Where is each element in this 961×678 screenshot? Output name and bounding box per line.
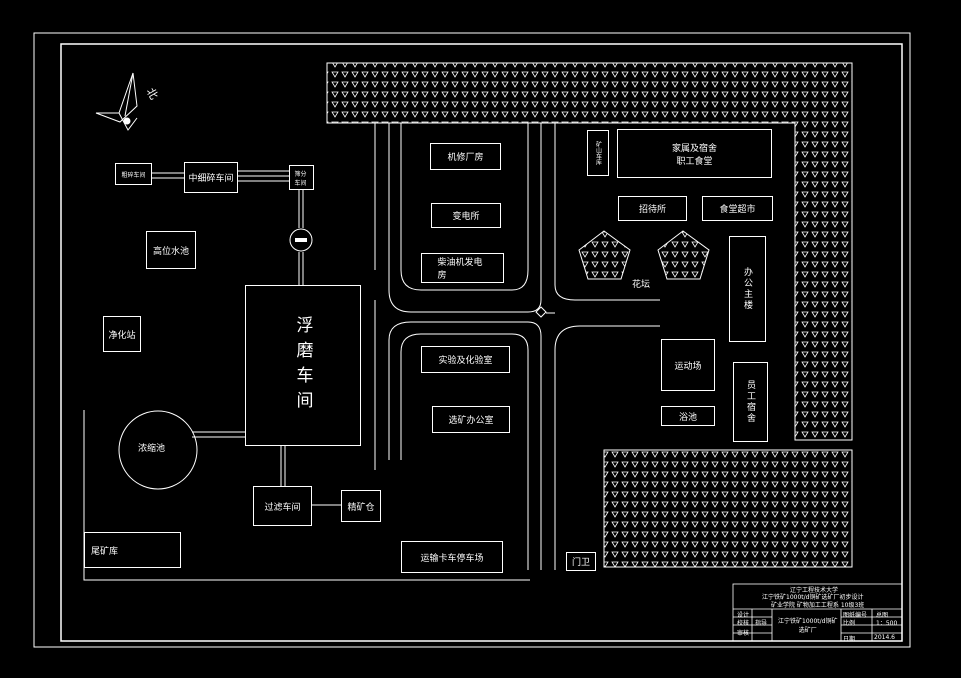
high-water-tank: 高位水池: [146, 231, 196, 269]
green-belt-top: [326, 62, 853, 441]
mine-garage: 矿山车库: [587, 130, 609, 176]
flower-bed-2: [657, 230, 710, 280]
substation: 变电所: [431, 203, 501, 228]
substation-label: 变电所: [452, 212, 480, 222]
title-block: [732, 583, 903, 642]
site-boundary-left: [83, 410, 530, 581]
junction-icon: [289, 228, 313, 252]
truck-parking: 运输卡车停车场: [401, 541, 503, 573]
tailings-label: 尾矿库: [91, 546, 119, 557]
dorm-cafeteria: 家属及宿舍 职工食堂: [617, 129, 772, 178]
tb-check: 校核: [737, 620, 750, 627]
dorm-cafeteria-label: 家属及宿舍 职工食堂: [671, 143, 717, 167]
staff-dorm: 员工宿舍: [733, 362, 768, 442]
tb-project-line2: 矿业学院 矿物加工工程系 10级3班: [771, 602, 865, 609]
garden-label: 花坛: [632, 280, 651, 290]
mid-fine-crush-building: 中细碎车间: [184, 162, 238, 193]
main-office-label: 办公主楼: [742, 267, 752, 311]
mine-garage-label: 矿山车库: [594, 141, 602, 165]
guesthouse-label: 招待所: [638, 205, 666, 215]
thickener-label: 浓缩池: [138, 444, 166, 454]
green-belt-bottom: [603, 449, 853, 568]
purify-station: 净化站: [103, 316, 141, 352]
tb-design: 设计: [737, 612, 750, 619]
bath-label: 浴池: [678, 412, 697, 423]
coarse-crush-building: 粗碎车间: [115, 163, 152, 185]
office-building: 选矿办公室: [432, 406, 510, 433]
coarse-crush-label: 粗碎车间: [121, 171, 146, 179]
roads: [374, 123, 660, 570]
flotation-building: 浮磨车间: [245, 285, 361, 446]
high-water-tank-label: 高位水池: [152, 246, 189, 257]
gate-label: 门卫: [571, 558, 590, 568]
screening-label: 筛分车间: [294, 170, 307, 187]
flower-bed-1: [578, 230, 631, 280]
repair-shop: 机修厂房: [430, 143, 501, 170]
mid-fine-crush-label: 中细碎车间: [188, 174, 234, 184]
inner-frame: [60, 43, 903, 642]
filter-label: 过滤车间: [264, 502, 301, 513]
repair-shop-label: 机修厂房: [447, 153, 484, 163]
diesel-generator-label: 柴油机发电房: [437, 258, 483, 281]
lab-label: 实验及化验室: [438, 356, 493, 366]
tb-scale-value: 1：500: [876, 620, 898, 627]
north-arrow-icon: [95, 72, 138, 131]
tb-scale-label: 比例: [843, 620, 856, 627]
tb-project-line1: 江宁铁矿1000t/d铜矿选矿厂初步设计: [762, 594, 864, 601]
thickener-tank: [118, 410, 198, 490]
concentrate-bin: 精矿仓: [341, 490, 381, 522]
tb-total: 总图: [876, 612, 889, 619]
tb-review: 审核: [737, 630, 750, 637]
purify-station-label: 净化站: [108, 330, 136, 341]
outer-frame: [33, 32, 911, 648]
diesel-generator: 柴油机发电房: [421, 253, 504, 283]
sports-label: 运动场: [674, 361, 702, 372]
canteen: 食堂超市: [702, 196, 773, 221]
connections: [152, 170, 341, 506]
truck-parking-label: 运输卡车停车场: [420, 553, 484, 564]
main-office: 办公主楼: [729, 236, 766, 342]
tb-drawing: 指导: [755, 620, 768, 627]
staff-dorm-label: 员工宿舍: [745, 380, 755, 424]
tailings-pond: 尾矿库: [84, 532, 181, 568]
tb-sheet-no: 图纸编号: [843, 612, 868, 619]
guesthouse: 招待所: [618, 196, 687, 221]
sports-field: 运动场: [661, 339, 715, 391]
filter-building: 过滤车间: [253, 486, 312, 526]
bath-house: 浴池: [661, 406, 715, 426]
tb-school: 辽宁工程技术大学: [790, 587, 839, 594]
gate-house: 门卫: [566, 552, 596, 571]
canteen-label: 食堂超市: [719, 205, 756, 215]
concentrate-bin-label: 精矿仓: [347, 502, 375, 513]
office-label: 选矿办公室: [448, 416, 494, 426]
tb-date-label: 日期: [843, 636, 856, 643]
tb-name-center: 江宁铁矿1000t/d铜矿 选矿厂: [778, 618, 838, 634]
flotation-label: 浮磨车间: [292, 315, 313, 416]
tb-date-value: 2014.6: [874, 634, 895, 641]
screening-building: 筛分车间: [289, 165, 314, 190]
lab-building: 实验及化验室: [421, 346, 510, 373]
